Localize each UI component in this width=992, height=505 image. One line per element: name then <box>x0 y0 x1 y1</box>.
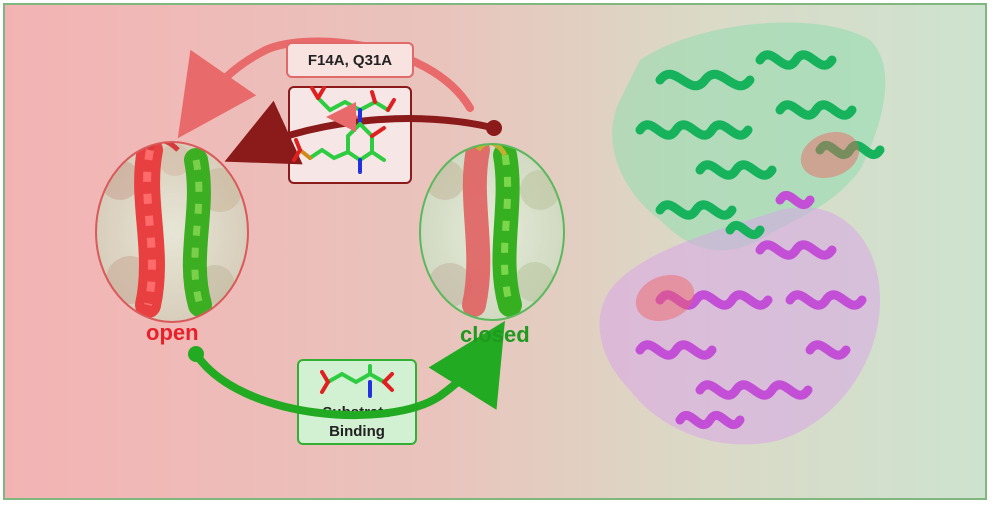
open-state-structure <box>95 141 249 323</box>
open-state-label: open <box>146 320 199 345</box>
substrate-binding-line2: Binding <box>329 423 385 440</box>
substrate-binding-box: Substrate Binding <box>297 359 417 445</box>
mutation-arrow <box>177 37 474 139</box>
inhibitor-arrow <box>224 100 498 165</box>
protein-dimer-structure <box>599 22 886 445</box>
binding-arrow <box>192 320 505 419</box>
closed-state-structure <box>419 143 565 321</box>
active-site-highlight-bottom <box>635 274 695 322</box>
active-site-highlight-top <box>800 131 860 179</box>
closed-state-label: closed <box>460 322 530 347</box>
mutation-label-box: F14A, Q31A <box>286 42 414 78</box>
mutation-label: F14A, Q31A <box>307 51 393 69</box>
substrate-molecule <box>320 364 394 398</box>
